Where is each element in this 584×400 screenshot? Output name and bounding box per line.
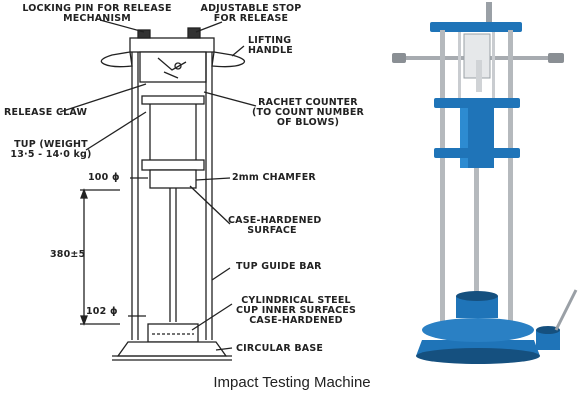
lifting-handle-left xyxy=(100,51,133,68)
label-tup: TUP (WEIGHT 13·5 - 14·0 kg) xyxy=(10,139,92,160)
circular-base xyxy=(116,341,228,357)
locking-pin-knob xyxy=(137,29,151,39)
rachet-counter-block xyxy=(141,95,205,105)
label-dim-102: 102 ϕ xyxy=(86,306,118,317)
label-release-claw: RELEASE CLAW xyxy=(4,107,88,118)
label-dim-100: 100 ϕ xyxy=(88,172,120,183)
label-adjustable-stop: ADJUSTABLE STOP FOR RELEASE xyxy=(200,3,302,24)
label-dim-380: 380±5 xyxy=(50,249,86,260)
label-steel-cup: CYLINDRICAL STEEL CUP INNER SURFACES CAS… xyxy=(235,295,357,326)
label-tup-guide-bar: TUP GUIDE BAR xyxy=(236,261,322,272)
machine-photo xyxy=(392,2,578,364)
tup xyxy=(141,159,205,171)
label-rachet-counter: RACHET COUNTER (TO COUNT NUMBER OF BLOWS… xyxy=(251,97,365,128)
release-housing xyxy=(139,51,207,83)
steel-cup xyxy=(147,323,199,343)
label-case-hardened: CASE-HARDENED SURFACE xyxy=(228,215,322,236)
label-chamfer: 2mm CHAMFER xyxy=(232,172,316,183)
lifting-handle-right xyxy=(211,51,246,68)
label-circular-base: CIRCULAR BASE xyxy=(236,343,324,354)
label-lifting-handle: LIFTING HANDLE xyxy=(248,35,293,56)
figure-caption: Impact Testing Machine xyxy=(213,374,371,391)
adjustable-stop-knob xyxy=(187,27,201,39)
label-locking-pin: LOCKING PIN FOR RELEASE MECHANISM xyxy=(22,3,172,24)
top-crossbar xyxy=(129,37,215,53)
